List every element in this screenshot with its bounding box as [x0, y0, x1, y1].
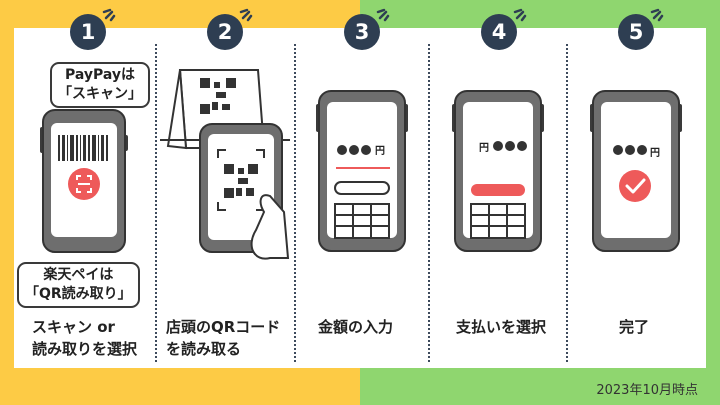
divider	[566, 44, 568, 362]
phone-step-3	[316, 90, 408, 252]
hand-icon	[250, 194, 290, 260]
bubble-paypay: PayPayは 「スキャン」	[50, 62, 150, 108]
currency-unit: 円	[479, 143, 489, 154]
step-2-label: 店頭のQRコード を読み取る	[166, 318, 281, 358]
currency-unit: 円	[650, 148, 660, 159]
phone-step-4	[452, 90, 544, 252]
scan-icon	[68, 168, 100, 200]
divider	[294, 44, 296, 362]
step-4-label: 支払いを選択	[456, 318, 547, 336]
checkmark-icon	[619, 170, 651, 202]
step-number: 3	[354, 20, 370, 44]
phone-step-5	[590, 90, 682, 252]
barcode-icon	[58, 135, 108, 161]
step-number: 4	[491, 20, 507, 44]
bubble-rakuten: 楽天ペイは 「QR読み取り」	[17, 262, 140, 308]
step-number: 2	[217, 20, 233, 44]
step-4-badge: 4	[481, 8, 527, 50]
step-number: 1	[80, 20, 96, 44]
phone-step-1	[40, 109, 128, 253]
divider	[428, 44, 430, 362]
step-5-label: 完了	[619, 318, 650, 336]
qr-code-icon	[200, 78, 236, 114]
divider	[155, 44, 157, 362]
keypad-icon	[334, 203, 390, 239]
sparkle-icon	[650, 8, 664, 22]
step-number: 5	[628, 20, 644, 44]
step-3-badge: 3	[344, 8, 390, 50]
sparkle-icon	[376, 8, 390, 22]
step-3-label: 金額の入力	[318, 318, 394, 336]
step-1-badge: 1	[70, 8, 116, 50]
footnote-date: 2023年10月時点	[596, 383, 698, 398]
step-1-label: スキャン or 読み取りを選択	[32, 318, 138, 358]
step-5-badge: 5	[618, 8, 664, 50]
qr-scan-scene	[160, 69, 290, 260]
sparkle-icon	[513, 8, 527, 22]
qr-code-icon	[224, 164, 258, 198]
step-2-badge: 2	[207, 8, 253, 50]
keypad-icon	[470, 203, 526, 239]
sparkle-icon	[239, 8, 253, 22]
currency-unit: 円	[375, 146, 385, 157]
sparkle-icon	[102, 8, 116, 22]
